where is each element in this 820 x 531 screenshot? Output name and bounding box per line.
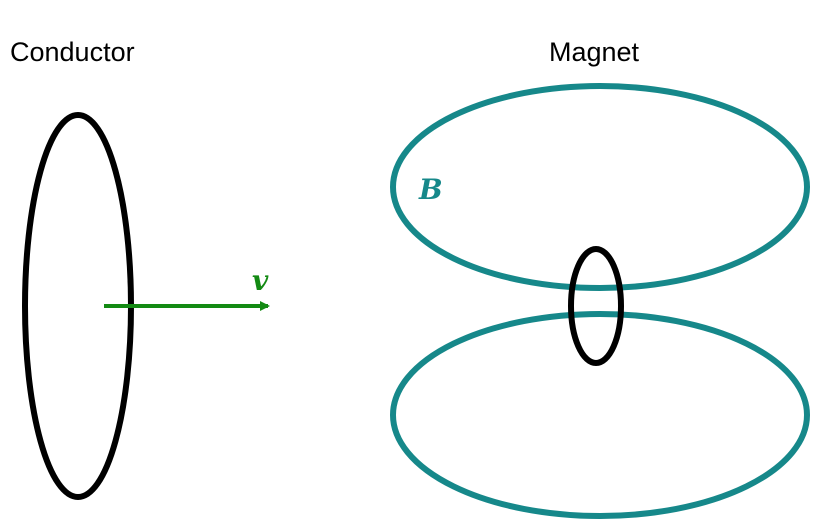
field-label: B bbox=[418, 173, 443, 206]
field-line-bottom bbox=[390, 311, 810, 519]
conductor-title: Conductor bbox=[10, 37, 135, 67]
magnet-loop bbox=[568, 246, 624, 366]
field-line-top bbox=[390, 83, 810, 291]
velocity-label: v bbox=[252, 264, 269, 297]
magnet-title: Magnet bbox=[549, 37, 640, 67]
